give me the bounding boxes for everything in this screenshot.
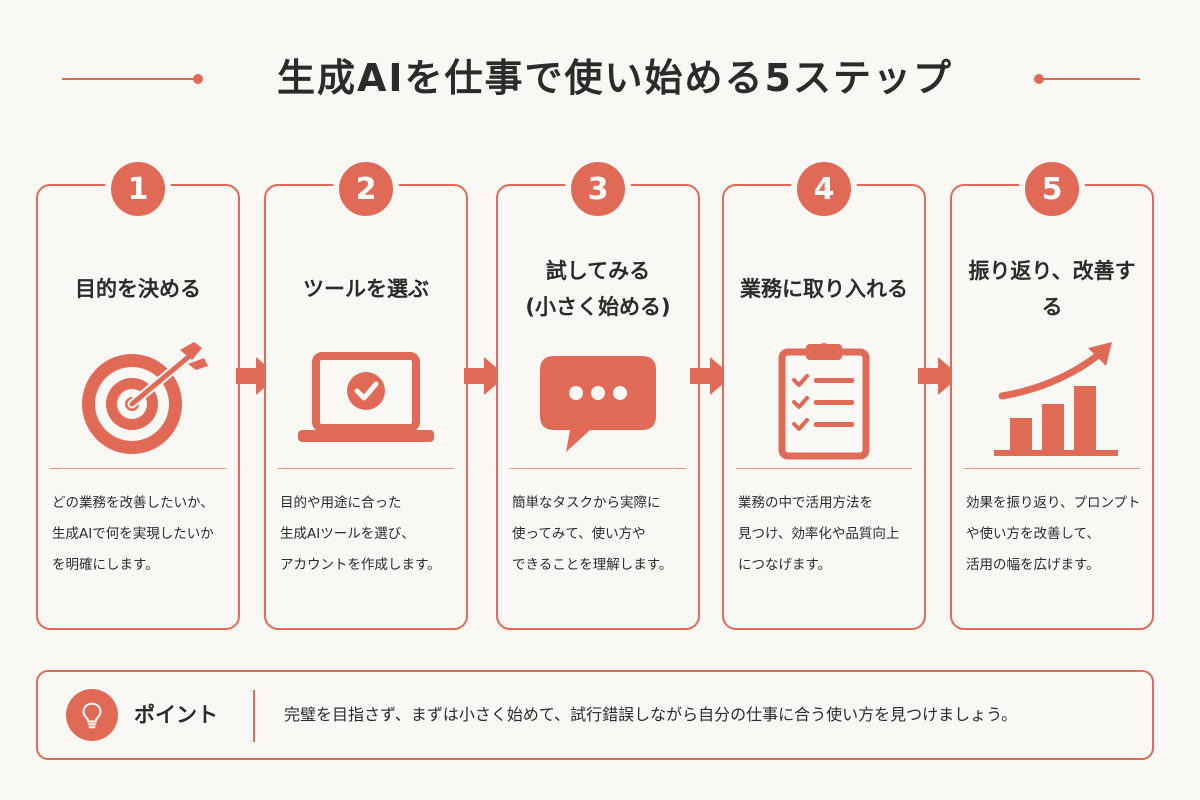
title-dot-right	[1034, 74, 1044, 84]
point-box: ポイント 完璧を目指さず、まずは小さく始めて、試行錯誤しながら自分の仕事に合う使…	[36, 670, 1154, 760]
card-divider	[50, 468, 226, 469]
step-description: どの業務を改善したいか、 生成AIで何を実現したいか を明確にします。	[52, 495, 214, 573]
lightbulb-icon	[66, 689, 118, 741]
card-divider	[736, 468, 912, 469]
clipboard-checklist-icon	[746, 338, 902, 460]
step-number-badge: 2	[333, 156, 399, 222]
title-rule-left	[62, 78, 196, 80]
title-dot-left	[193, 74, 203, 84]
step-card-5: 5 振り返り、改善する 効果を振り返り、プロンプト や使い方を改善して、 活用の…	[950, 156, 1154, 630]
title-bar: 生成AIを仕事で使い始める5ステップ	[0, 48, 1200, 108]
step-number-badge: 4	[791, 156, 857, 222]
step-title: 試してみる (小さく始める)	[525, 259, 671, 319]
step-card-1: 1 目的を決める どの業務を改善したいか、 生成AIで何を実現したいか を明確に…	[36, 156, 240, 630]
arrow-right-icon	[464, 357, 506, 395]
laptop-check-icon	[288, 338, 444, 460]
arrow-right-icon	[236, 357, 278, 395]
step-card-4: 4 業務に取り入れる 業務の中で活用方法を 見つけ、効率化や品質向上 につなげま…	[722, 156, 926, 630]
point-label: ポイント	[134, 703, 218, 727]
step-description: 効果を振り返り、プロンプト や使い方を改善して、 活用の幅を広げます。	[966, 495, 1141, 573]
step-title: 振り返り、改善する	[968, 259, 1136, 319]
step-description: 簡単なタスクから実際に 使ってみて、使い方や できることを理解します。	[512, 495, 673, 573]
step-number-badge: 3	[565, 156, 631, 222]
step-title: 業務に取り入れる	[740, 277, 908, 301]
step-title: 目的を決める	[75, 277, 201, 301]
arrow-right-icon	[918, 357, 960, 395]
step-title: ツールを選ぶ	[303, 277, 429, 301]
point-separator	[253, 690, 255, 742]
growth-chart-icon	[974, 338, 1130, 460]
step-number-badge: 5	[1019, 156, 1085, 222]
arrow-right-icon	[690, 357, 732, 395]
chat-bubble-icon	[520, 338, 676, 460]
card-divider	[278, 468, 454, 469]
page-title: 生成AIを仕事で使い始める5ステップ	[277, 56, 953, 100]
step-description: 業務の中で活用方法を 見つけ、効率化や品質向上 につなげます。	[738, 495, 900, 573]
point-text: 完璧を目指さず、まずは小さく始めて、試行錯誤しながら自分の仕事に合う使い方を見つ…	[284, 705, 1018, 724]
card-divider	[510, 468, 686, 469]
step-card-3: 3 試してみる (小さく始める) 簡単なタスクから実際に 使ってみて、使い方や …	[496, 156, 700, 630]
target-icon	[60, 338, 216, 460]
step-number-badge: 1	[105, 156, 171, 222]
card-divider	[964, 468, 1140, 469]
step-card-2: 2 ツールを選ぶ 目的や用途に合った 生成AIツールを選び、 アカウントを作成し…	[264, 156, 468, 630]
title-rule-right	[1042, 78, 1140, 80]
step-description: 目的や用途に合った 生成AIツールを選び、 アカウントを作成します。	[280, 495, 441, 573]
